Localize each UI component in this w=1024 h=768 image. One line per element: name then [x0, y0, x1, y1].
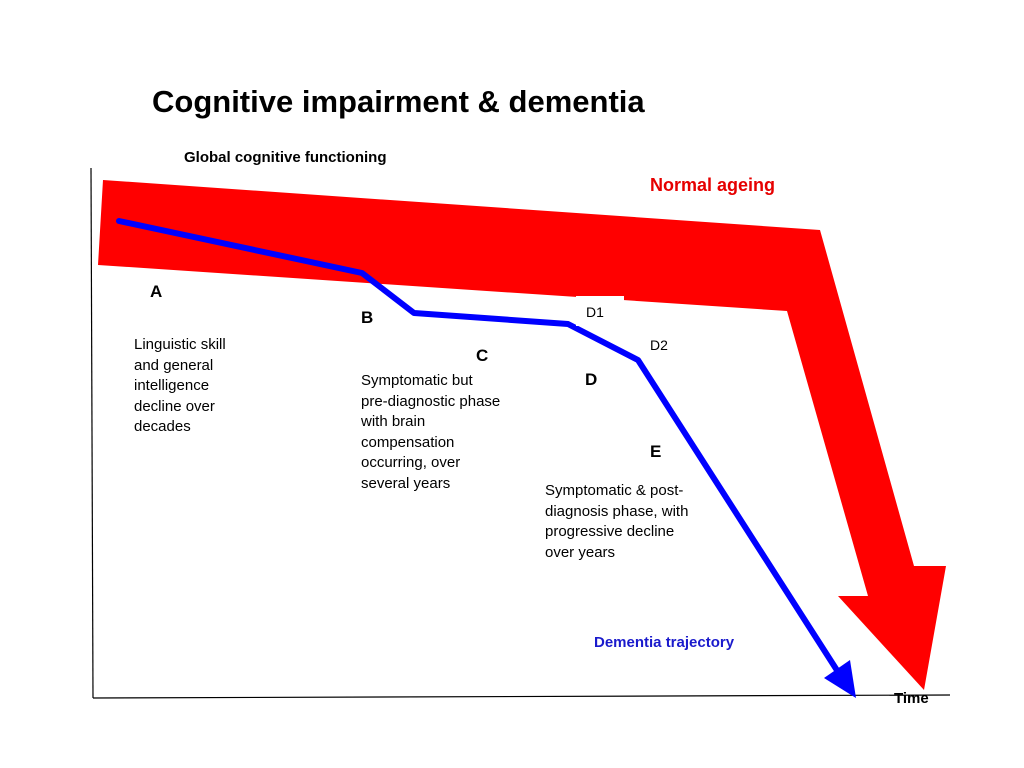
- dementia-trajectory-line: [116, 218, 843, 678]
- stage-a-description: Linguistic skill and general intelligenc…: [134, 336, 226, 435]
- dementia-arrowhead: [824, 660, 856, 698]
- y-axis-label: Global cognitive functioning: [184, 149, 387, 166]
- y-axis: [90, 167, 94, 699]
- slide-title: Cognitive impairment & dementia: [152, 84, 645, 119]
- stage-a-marker: A: [150, 282, 163, 301]
- stage-b-marker: B: [361, 308, 374, 327]
- stage-c-marker: C: [476, 346, 489, 365]
- normal-ageing-band: [98, 180, 946, 690]
- stage-d2-marker: D2: [650, 337, 668, 353]
- stage-d1-marker: D1: [586, 304, 604, 320]
- dementia-trajectory-label: Dementia trajectory: [594, 634, 735, 651]
- stage-c-description: Symptomatic but pre-diagnostic phase wit…: [361, 372, 501, 492]
- x-axis: [92, 694, 951, 699]
- stage-e-marker: E: [650, 442, 662, 461]
- x-axis-label: Time: [894, 690, 929, 707]
- stage-e-description: Symptomatic & post-diagnosis phase, with…: [545, 482, 689, 561]
- stage-d-marker: D: [585, 370, 598, 389]
- normal-ageing-label: Normal ageing: [650, 175, 776, 195]
- d1-label-backdrop: [576, 296, 624, 326]
